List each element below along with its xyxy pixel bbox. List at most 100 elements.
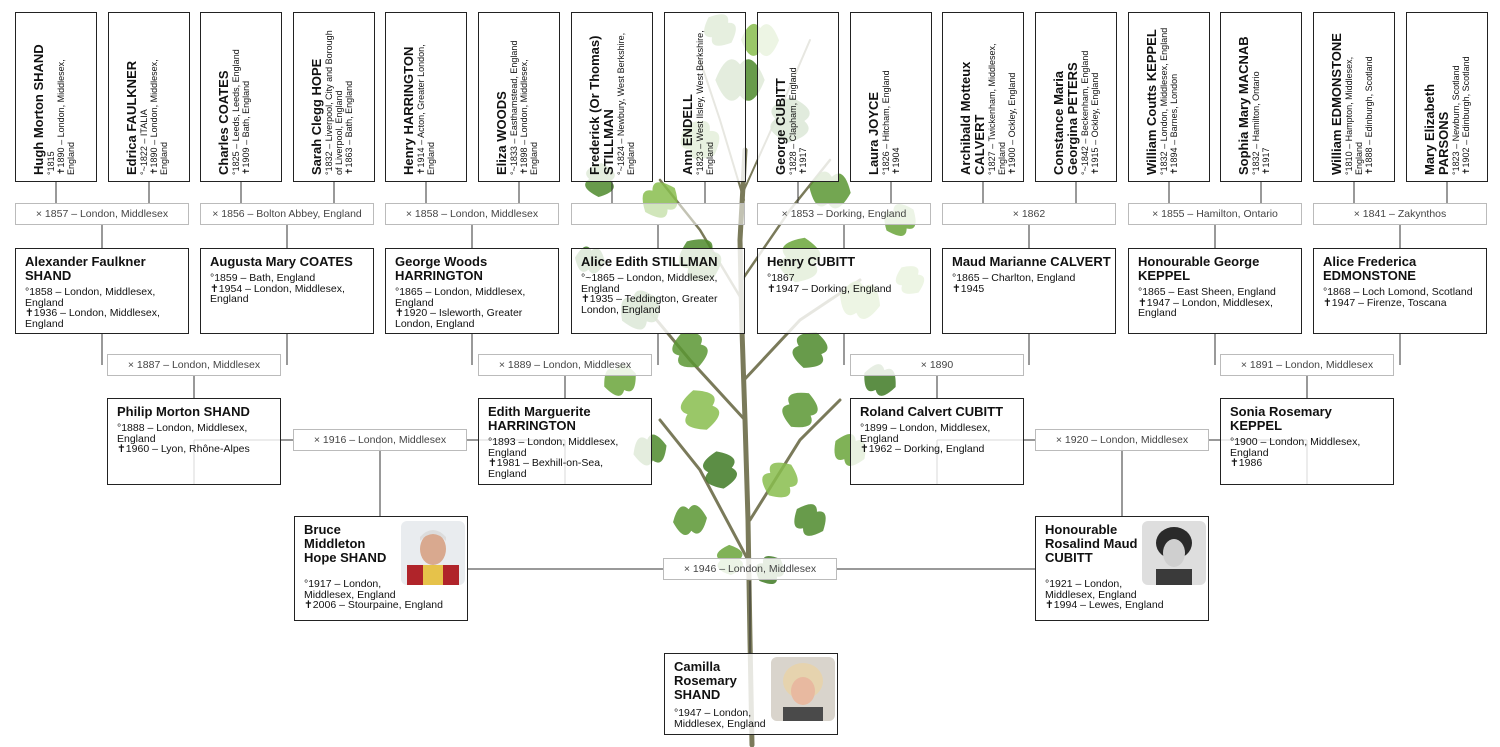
person-name: Alice Frederica EDMONSTONE (1323, 254, 1417, 283)
marriage-label: × 1920 – London, Middlesex (1035, 429, 1209, 451)
death-event: ✝1947 – London, Middlesex, England (1138, 296, 1273, 319)
marriage-label: × 1856 – Bolton Abbey, England (200, 203, 374, 225)
birth-event: °1815 (46, 151, 56, 175)
death-event: ✝1902 – Edinburgh, Scotland (1461, 56, 1471, 175)
birth-event: °1900 – London, Middlesex, England (1230, 436, 1361, 459)
person-card-archibald-motteux-calvert[interactable]: Archibald Motteux CALVERT°1827 – Twicken… (942, 12, 1024, 182)
person-card-bruce-shand[interactable]: Bruce Middleton Hope SHAND °1917 – Londo… (294, 516, 468, 621)
person-card-sophia-mary-macnab[interactable]: Sophia Mary MACNAB°1832 – Hamilton, Onta… (1220, 12, 1302, 182)
death-event: ✝1888 – Edinburgh, Scotland (1364, 56, 1374, 175)
person-card-eliza-woods[interactable]: Eliza WOODS°~1833 – Easthamstead, Englan… (478, 12, 560, 182)
death-event: ✝1909 – Bath, England (241, 80, 251, 175)
events: °1865 – London, Middlesex, England✝1920 … (395, 287, 550, 329)
person-name: Alice Edith STILLMAN (581, 254, 718, 269)
person-name: Mary Elizabeth PARSONS (1422, 83, 1451, 175)
death-event: ✝1894 – Barnes, London (1169, 73, 1179, 175)
birth-event: °1832 – Liverpool, City and Borough of L… (324, 30, 344, 175)
person-name: Maud Marianne CALVERT (952, 254, 1111, 269)
birth-event: °1865 – London, Middlesex, England (395, 286, 526, 309)
portrait-photo (401, 521, 465, 585)
death-event: ✝1890 – London, Middlesex, England (56, 59, 76, 175)
person-card-george-cubitt[interactable]: George CUBITT°1828 – Clapham, England✝19… (757, 12, 839, 182)
death-event: ✝1960 – Lyon, Rhône-Alpes (117, 443, 250, 455)
person-name: Edith Marguerite HARRINGTON (488, 404, 591, 433)
marriage-label: × 1889 – London, Middlesex (478, 354, 652, 376)
person-card-mary-elizabeth-parsons[interactable]: Mary Elizabeth PARSONS°1823 – Newburn, S… (1406, 12, 1488, 182)
birth-event: °1859 – Bath, England (210, 272, 316, 284)
birth-event: °1947 – London, Middlesex, England (674, 707, 766, 730)
person-card-honourable-george-keppel[interactable]: Honourable George KEPPEL °1865 – East She… (1128, 248, 1302, 334)
person-card-sonia-rosemary-keppel[interactable]: Sonia Rosemary KEPPEL °1900 – London, Mid… (1220, 398, 1394, 485)
death-event: ✝1898 – London, Middlesex, England (519, 59, 539, 175)
birth-event: °1832 – Hamilton, Ontario (1251, 71, 1261, 175)
person-card-maud-marianne-calvert[interactable]: Maud Marianne CALVERT °1865 – Charlton, E… (942, 248, 1116, 334)
person-card-augusta-mary-coates[interactable]: Augusta Mary COATES °1859 – Bath, England… (200, 248, 374, 334)
person-card-hugh-morton-shand[interactable]: Hugh Morton SHAND°1815✝1890 – London, Mi… (15, 12, 97, 182)
person-card-laura-joyce[interactable]: Laura JOYCE°1826 – Hitcham, England✝1904 (850, 12, 932, 182)
birth-event: °1893 – London, Middlesex, England (488, 436, 619, 459)
marriage-label: × 1890 (850, 354, 1024, 376)
portrait-photo (771, 657, 835, 721)
events: °1865 – East Sheen, England✝1947 – Londo… (1138, 287, 1293, 319)
person-card-constance-maria-georgina-peters[interactable]: Constance Maria Georgina PETERS°~1842 – … (1035, 12, 1117, 182)
person-name: Sonia Rosemary KEPPEL (1230, 404, 1332, 433)
death-event: ✝1947 – Dorking, England (767, 282, 892, 295)
death-event: ✝1981 – Bexhill-on-Sea, England (488, 457, 604, 480)
person-card-camilla-shand[interactable]: Camilla Rosemary SHAND °1947 – London, M… (664, 653, 838, 735)
person-name: Henry CUBITT (767, 254, 856, 269)
person-name: William EDMONSTONE (1329, 33, 1344, 175)
events: °1868 – Loch Lomond, Scotland✝1947 – Fir… (1323, 287, 1478, 308)
birth-event: °1826 – Hitcham, England (881, 70, 891, 175)
events: °1867✝1947 – Dorking, England (767, 273, 922, 294)
birth-event: °1827 – Twickenham, Middlesex, England (987, 43, 1007, 175)
death-event: ✝1863 – Bath, England (344, 80, 354, 175)
person-card-sarah-clegg-hope[interactable]: Sarah Clegg HOPE°1832 – Liverpool, City … (293, 12, 375, 182)
birth-event: °1810 – Hampton, Middlesex, England (1344, 56, 1364, 175)
death-event: ✝1890 – London, Middlesex, England (149, 59, 169, 175)
birth-event: °1832 – London, Middlesex, England (1159, 27, 1169, 175)
person-name: Laura JOYCE (866, 91, 881, 175)
person-card-william-coutts-keppel[interactable]: William Coutts KEPPEL°1832 – London, Mid… (1128, 12, 1210, 182)
events: °1859 – Bath, England✝1954 – London, Mid… (210, 273, 365, 305)
person-card-philip-morton-shand[interactable]: Philip Morton SHAND°1888 – London, Middl… (107, 398, 281, 485)
death-event: ✝1994 – Lewes, England (1045, 599, 1164, 611)
events: °~1865 – London, Middlesex, England✝1935… (581, 273, 736, 315)
death-event: ✝1954 – London, Middlesex, England (210, 282, 345, 305)
death-event: ✝1915 – Ockley, England (1090, 72, 1100, 175)
death-event: ✝1917 (1261, 147, 1271, 175)
birth-event: °1865 – Charlton, England (952, 272, 1076, 284)
events: °1899 – London, Middlesex, England✝1962 … (860, 423, 1015, 455)
portrait-photo (1142, 521, 1206, 585)
person-card-frederick-or-thomas-stillman[interactable]: Frederick (Or Thomas) STILLMAN°~1824 – N… (571, 12, 653, 182)
leaf-shape (702, 451, 738, 489)
person-card-roland-calvert-cubitt[interactable]: Roland Calvert CUBITT °1899 – London, Mid… (850, 398, 1024, 485)
person-card-alice-edith-stillman[interactable]: Alice Edith STILLMAN °~1865 – London, Mid… (571, 248, 745, 334)
death-event: ✝1945 (952, 282, 985, 295)
person-card-ann-endell[interactable]: Ann ENDELL°1823 – West Ilsley, West Berk… (664, 12, 746, 182)
person-card-edith-marguerite-harrington[interactable]: Edith Marguerite HARRINGTON °1893 – Londo… (478, 398, 652, 485)
death-event: ✝1904 (891, 147, 901, 175)
person-card-alice-frederica-edmonstone[interactable]: Alice Frederica EDMONSTONE °1868 – Loch L… (1313, 248, 1487, 334)
person-card-charles-coates[interactable]: Charles COATES°1825 – Leeds, Leeds, Engl… (200, 12, 282, 182)
person-card-edrica-faulkner[interactable]: Edrica FAULKNER°~1822 – ITALIA✝1890 – Lo… (108, 12, 190, 182)
person-card-alexander-faulkner-shand[interactable]: Alexander Faulkner SHAND°1858 – London, … (15, 248, 189, 334)
person-card-henry-harrington[interactable]: Henry HARRINGTON✝1914 – Acton, Greater L… (385, 12, 467, 182)
person-card-henry-cubitt[interactable]: Henry CUBITT °1867✝1947 – Dorking, Englan… (757, 248, 931, 334)
person-name: Honourable George KEPPEL (1138, 254, 1260, 283)
death-event: ✝2006 – Stourpaine, England (304, 599, 443, 611)
leaf-shape (762, 462, 798, 498)
events: °1888 – London, Middlesex, England✝1960 … (117, 423, 272, 455)
person-name: Augusta Mary COATES (210, 254, 353, 269)
birth-event: °1899 – London, Middlesex, England (860, 422, 991, 445)
marriage-label: × 1858 – London, Middlesex (385, 203, 559, 225)
person-name: Roland Calvert CUBITT (860, 404, 1004, 419)
person-name: Bruce Middleton Hope SHAND (304, 522, 387, 565)
person-card-rosalind-cubitt[interactable]: Honourable Rosalind Maud CUBITT °1921 – … (1035, 516, 1209, 621)
person-card-william-edmonstone[interactable]: William EDMONSTONE°1810 – Hampton, Middl… (1313, 12, 1395, 182)
birth-event: °~1865 – London, Middlesex, England (581, 272, 718, 295)
person-card-george-woods-harrington[interactable]: George Woods HARRINGTON°1865 – London, M… (385, 248, 559, 334)
birth-event: °1917 – London, Middlesex, England (304, 578, 396, 601)
death-event: ✝1947 – Firenze, Toscana (1323, 296, 1447, 309)
person-name: Frederick (Or Thomas) STILLMAN (587, 35, 616, 175)
person-name: Henry HARRINGTON (401, 46, 416, 175)
